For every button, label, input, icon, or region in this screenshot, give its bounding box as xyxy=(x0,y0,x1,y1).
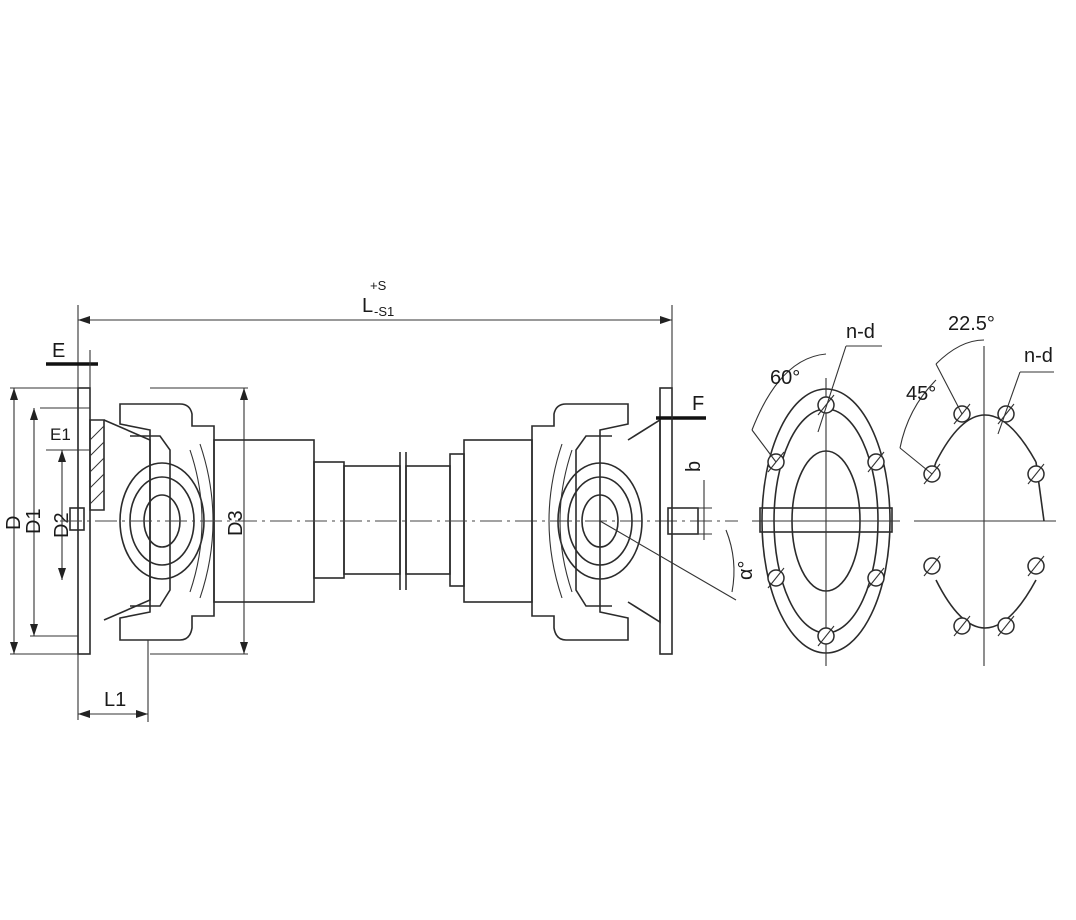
d3-dimension: D3 xyxy=(150,387,248,655)
b-dimension: b xyxy=(672,461,712,540)
d1-label: D1 xyxy=(23,508,45,534)
right-yoke xyxy=(531,403,661,641)
d3-label: D3 xyxy=(225,510,247,536)
alpha-label: α° xyxy=(735,560,757,580)
diameter-dimensions: D D1 D2 xyxy=(3,387,78,655)
b-label: b xyxy=(683,461,705,472)
l1-dimension: L1 xyxy=(78,640,149,722)
angle-60-label: 60° xyxy=(770,367,800,389)
e1-label: E1 xyxy=(50,425,71,444)
angle-22-5-label: 22.5° xyxy=(948,313,995,335)
l1-label: L1 xyxy=(104,689,126,711)
nd-right-label: n-d xyxy=(1024,345,1053,367)
length-tolerance-upper: +S xyxy=(370,278,387,293)
flange-face-view-6-holes: 60° n-d xyxy=(751,321,900,666)
nd-left-label: n-d xyxy=(846,321,875,343)
angle-45-label: 45° xyxy=(906,383,936,405)
e-label: E xyxy=(52,340,65,362)
length-tolerance-lower: -S1 xyxy=(374,304,394,319)
alpha-angle: α° xyxy=(599,520,757,601)
length-label: L xyxy=(362,295,373,317)
left-yoke xyxy=(103,403,215,641)
f-label: F xyxy=(692,393,704,415)
e1-dimension: E1 xyxy=(40,407,90,451)
d2-label: D2 xyxy=(51,512,73,538)
e-dimension: E xyxy=(46,340,98,388)
d-label: D xyxy=(3,516,25,530)
flange-face-view-8-holes: 22.5° 45° n-d xyxy=(899,313,1056,666)
f-dimension: F xyxy=(656,393,706,432)
